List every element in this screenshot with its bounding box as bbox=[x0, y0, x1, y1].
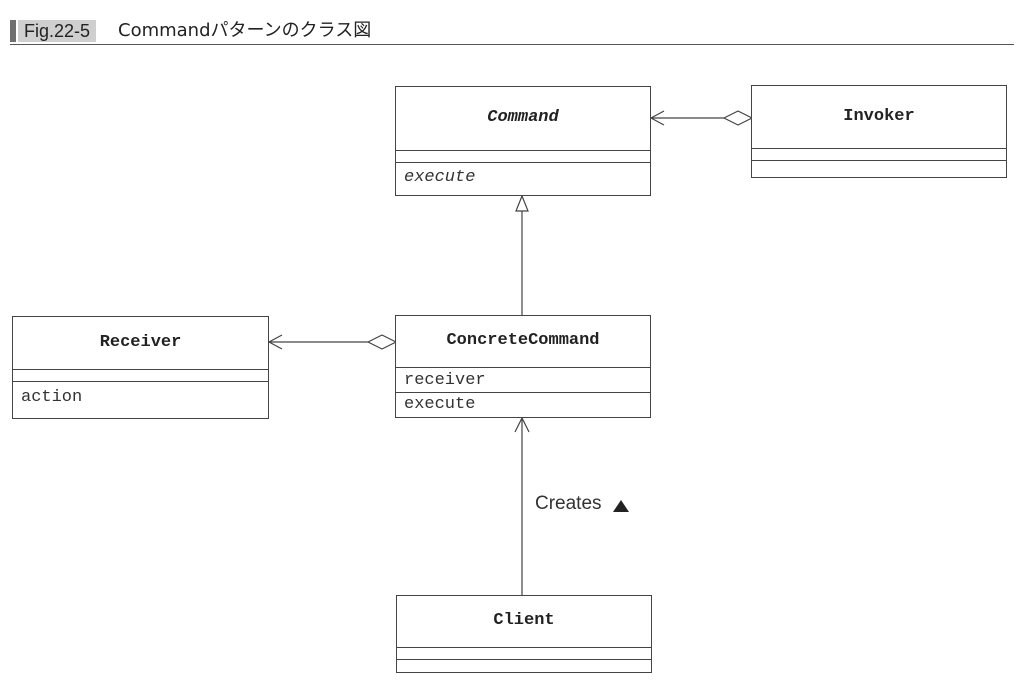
class-methods: execute bbox=[404, 395, 476, 414]
class-fields bbox=[752, 149, 1006, 161]
class-fields bbox=[13, 370, 268, 382]
client-concretecommand-creates bbox=[514, 416, 530, 596]
class-methods bbox=[397, 660, 651, 672]
concretecommand-receiver-aggregation bbox=[267, 334, 398, 350]
class-name: Receiver bbox=[13, 317, 268, 370]
class-fields bbox=[397, 648, 651, 660]
figure-number: Fig.22-5 bbox=[18, 20, 97, 42]
class-methods: execute bbox=[404, 168, 476, 187]
class-name: Invoker bbox=[752, 86, 1006, 149]
concretecommand-command-generalization bbox=[515, 194, 529, 316]
open-arrowhead bbox=[267, 334, 283, 350]
figure-header: Fig.22-5 Commandパターンのクラス図 bbox=[10, 18, 1014, 45]
aggregation-diamond bbox=[722, 110, 754, 126]
open-arrowhead bbox=[514, 416, 530, 433]
class-name: Client bbox=[397, 596, 651, 648]
class-command: Command execute bbox=[395, 86, 651, 196]
creates-label: Creates bbox=[535, 493, 602, 514]
class-methods: action bbox=[21, 388, 83, 407]
figure-title: Commandパターンのクラス図 bbox=[118, 20, 372, 41]
class-invoker: Invoker bbox=[751, 85, 1007, 178]
aggregation-diamond bbox=[366, 334, 398, 350]
open-arrowhead bbox=[649, 110, 665, 126]
class-receiver: Receiver action bbox=[12, 316, 269, 419]
generalization-triangle bbox=[515, 194, 529, 212]
class-fields bbox=[396, 151, 650, 163]
class-concrete-command: ConcreteCommand receiver execute bbox=[395, 315, 651, 418]
invoker-command-aggregation bbox=[649, 110, 754, 126]
class-name: Command bbox=[396, 87, 650, 151]
class-client: Client bbox=[396, 595, 652, 673]
class-methods bbox=[752, 161, 1006, 177]
class-fields: receiver bbox=[396, 368, 650, 393]
class-name: ConcreteCommand bbox=[396, 316, 650, 368]
direction-triangle-icon bbox=[613, 500, 629, 512]
figure-accent-bar bbox=[10, 20, 16, 42]
